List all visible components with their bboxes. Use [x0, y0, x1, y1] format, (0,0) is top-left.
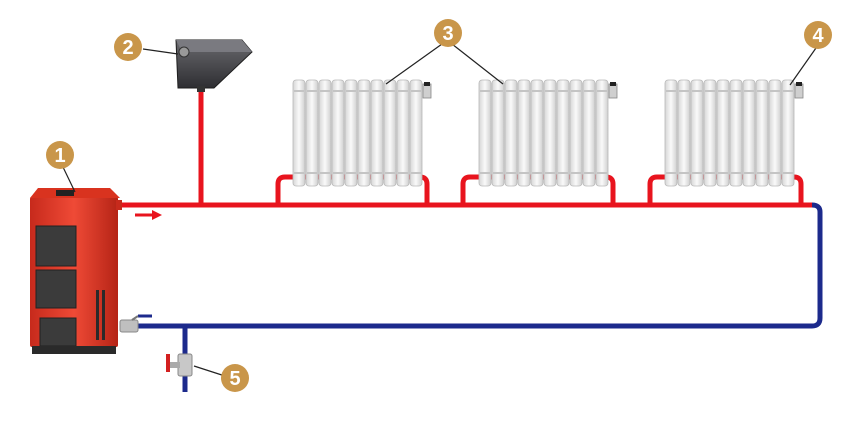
radiator-section	[305, 79, 319, 187]
radiator-section	[409, 79, 423, 187]
leader-4	[789, 47, 817, 86]
radiator-section	[292, 79, 306, 187]
radiator-section	[690, 79, 704, 187]
radiator-section	[491, 79, 505, 187]
radiator-section	[582, 79, 596, 187]
radiator-section	[478, 79, 492, 187]
leader-3a	[385, 43, 443, 85]
boiler	[30, 188, 122, 354]
radiators	[292, 79, 804, 187]
leader-3b	[451, 43, 504, 85]
radiator-section	[755, 79, 769, 187]
radiator-section	[677, 79, 691, 187]
expansion-tank	[175, 39, 253, 92]
radiator-3	[664, 79, 804, 187]
callout-number: 3	[442, 23, 453, 45]
radiator-section	[543, 79, 557, 187]
radiator-section	[383, 79, 397, 187]
callout-badge-4: 4	[804, 21, 832, 49]
radiator-section	[595, 79, 609, 187]
leader-2	[142, 48, 179, 55]
callout-badges: 1 2 3 4 5	[46, 19, 832, 392]
radiator-section	[504, 79, 518, 187]
radiator-section	[370, 79, 384, 187]
radiator-section	[768, 79, 782, 187]
callout-number: 4	[812, 25, 824, 47]
callout-number: 5	[229, 368, 240, 390]
callout-number: 1	[54, 145, 65, 167]
radiator-valve-icon	[608, 82, 618, 99]
radiator-section	[556, 79, 570, 187]
radiator-section	[716, 79, 730, 187]
radiator-section	[331, 79, 345, 187]
callout-badge-5: 5	[221, 364, 249, 392]
callout-badge-1: 1	[46, 141, 74, 169]
return-pipe-line	[130, 202, 823, 329]
return-pipe	[130, 202, 823, 392]
radiator-1	[292, 79, 432, 187]
arrow-right-icon	[135, 210, 162, 220]
callout-badge-2: 2	[114, 33, 142, 61]
callout-number: 2	[122, 37, 133, 59]
leader-lines	[61, 43, 817, 378]
radiator-section	[318, 79, 332, 187]
radiator-section	[742, 79, 756, 187]
radiator-section	[357, 79, 371, 187]
radiator-valve-icon	[794, 82, 804, 99]
drain-valve	[166, 353, 193, 377]
radiator-section	[517, 79, 531, 187]
radiator-section	[569, 79, 583, 187]
boiler-return-valve	[119, 314, 152, 333]
radiator-section	[344, 79, 358, 187]
callout-badge-3: 3	[434, 19, 462, 47]
leader-1	[61, 164, 76, 193]
radiator-section	[729, 79, 743, 187]
radiator-section	[530, 79, 544, 187]
radiator-section	[703, 79, 717, 187]
radiator-2	[478, 79, 618, 187]
radiator-valve-icon	[422, 82, 432, 99]
radiator-section	[781, 79, 795, 187]
radiator-section	[396, 79, 410, 187]
radiator-section	[664, 79, 678, 187]
